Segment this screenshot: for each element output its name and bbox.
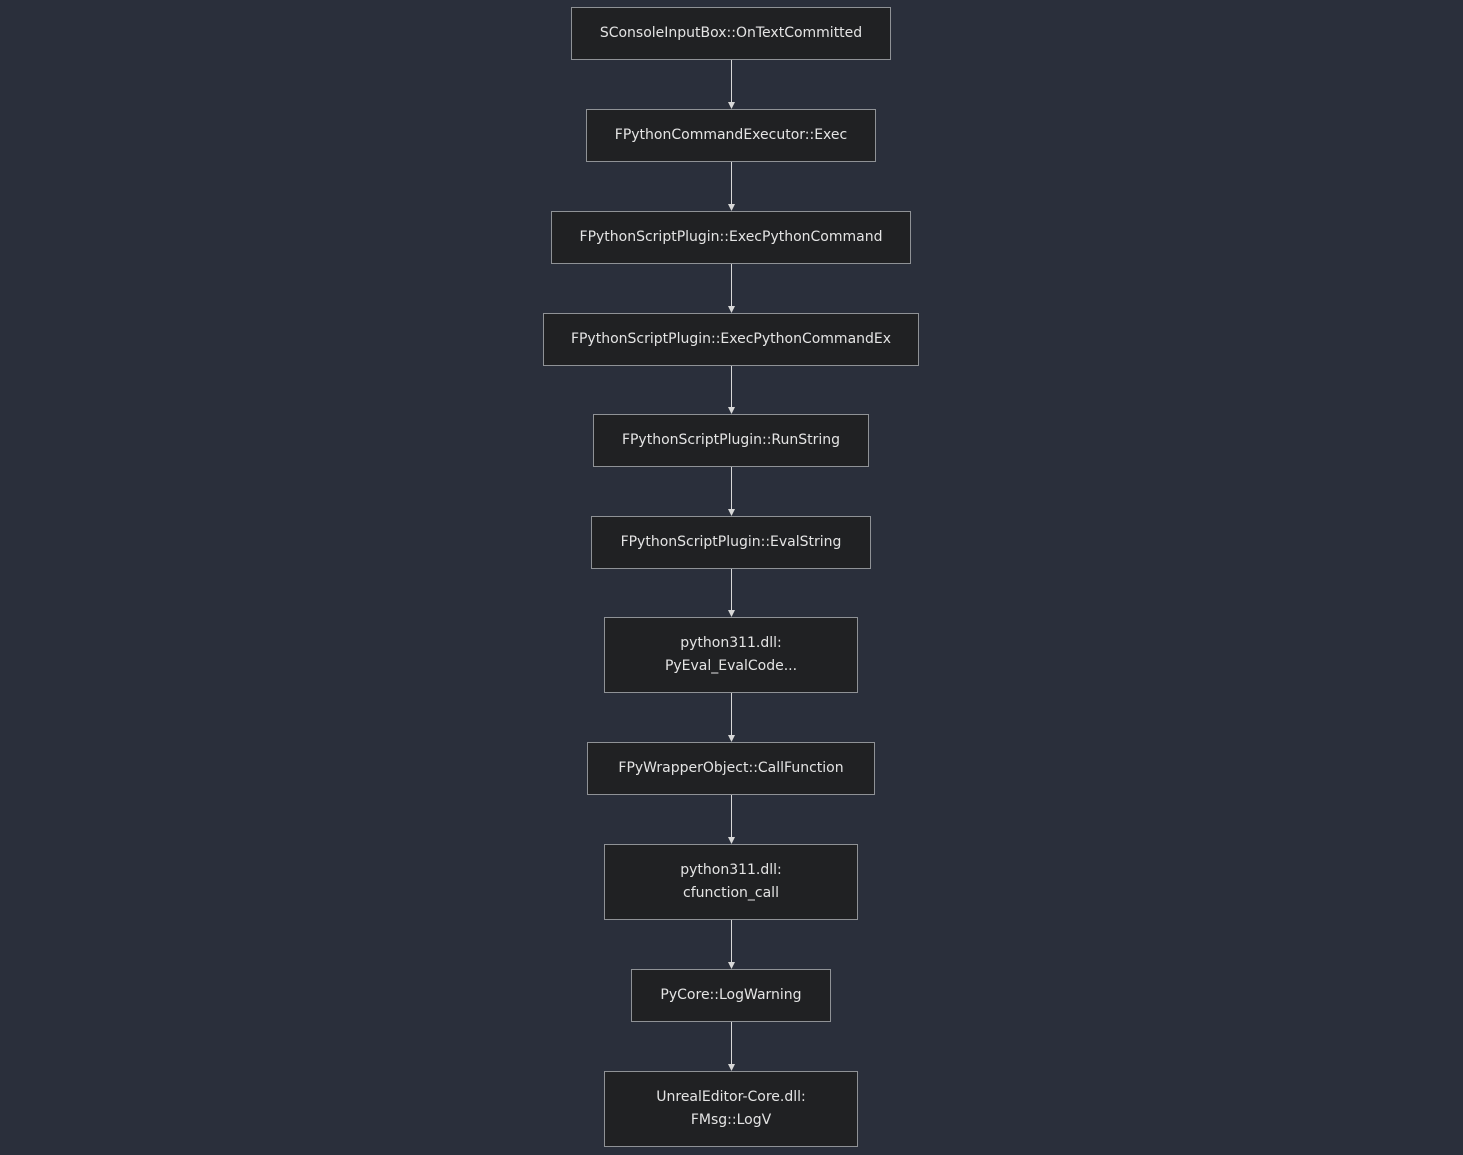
node-label-line: cfunction_call [683,885,779,901]
node-label-line: FPythonCommandExecutor::Exec [614,127,848,143]
flowchart-node-n7: python311.dll: PyEval_EvalCode... [604,617,858,693]
flowchart-node-n1: SConsoleInputBox::OnTextCommitted [571,7,891,60]
edge-arrowhead [728,837,735,844]
edge-arrow-n4-n5 [728,366,735,414]
edge-arrowhead [728,102,735,109]
edge-arrowhead [728,1064,735,1071]
node-label-line: UnrealEditor-Core.dll: [656,1089,806,1105]
edge-arrowhead [728,962,735,969]
node-label-line: python311.dll: [680,635,782,651]
node-label-line: FPythonScriptPlugin::EvalString [620,534,842,550]
edge-arrow-n3-n4 [728,264,735,313]
flowchart-node-n9: python311.dll: cfunction_call [604,844,858,920]
edge-arrow-n8-n9 [728,795,735,844]
edge-arrowhead [728,735,735,742]
edge-arrow-n5-n6 [728,467,735,516]
edge-arrow-n6-n7 [728,569,735,617]
edge-arrow-n10-n11 [728,1022,735,1071]
flowchart-node-n11: UnrealEditor-Core.dll:FMsg::LogV [604,1071,858,1147]
node-label-line: PyCore::LogWarning [660,987,802,1003]
edge-arrow-n9-n10 [728,920,735,969]
node-label-line: SConsoleInputBox::OnTextCommitted [599,25,863,41]
edge-arrowhead [728,509,735,516]
flowchart-node-n2: FPythonCommandExecutor::Exec [586,109,876,162]
flowchart-node-n5: FPythonScriptPlugin::RunString [593,414,869,467]
flowchart-node-n4: FPythonScriptPlugin::ExecPythonCommandEx [543,313,919,366]
node-label-line: PyEval_EvalCode... [664,658,798,674]
flowchart-node-n8: FPyWrapperObject::CallFunction [587,742,875,795]
flowchart-node-n3: FPythonScriptPlugin::ExecPythonCommand [551,211,911,264]
edge-arrowhead [728,306,735,313]
edge-arrowhead [728,407,735,414]
node-label-line: FPythonScriptPlugin::ExecPythonCommand [579,229,883,245]
node-label-line: FMsg::LogV [690,1112,772,1128]
edge-arrow-n2-n3 [728,162,735,211]
node-label-line: python311.dll: [680,862,782,878]
edge-arrow-n1-n2 [728,60,735,109]
node-label-line: FPythonScriptPlugin::RunString [621,432,841,448]
edge-arrowhead [728,204,735,211]
edge-arrow-n7-n8 [728,693,735,742]
flowchart-node-n6: FPythonScriptPlugin::EvalString [591,516,871,569]
flowchart-node-n10: PyCore::LogWarning [631,969,831,1022]
edge-arrowhead [728,610,735,617]
node-label-line: FPythonScriptPlugin::ExecPythonCommandEx [570,331,892,347]
node-label-line: FPyWrapperObject::CallFunction [618,760,844,776]
